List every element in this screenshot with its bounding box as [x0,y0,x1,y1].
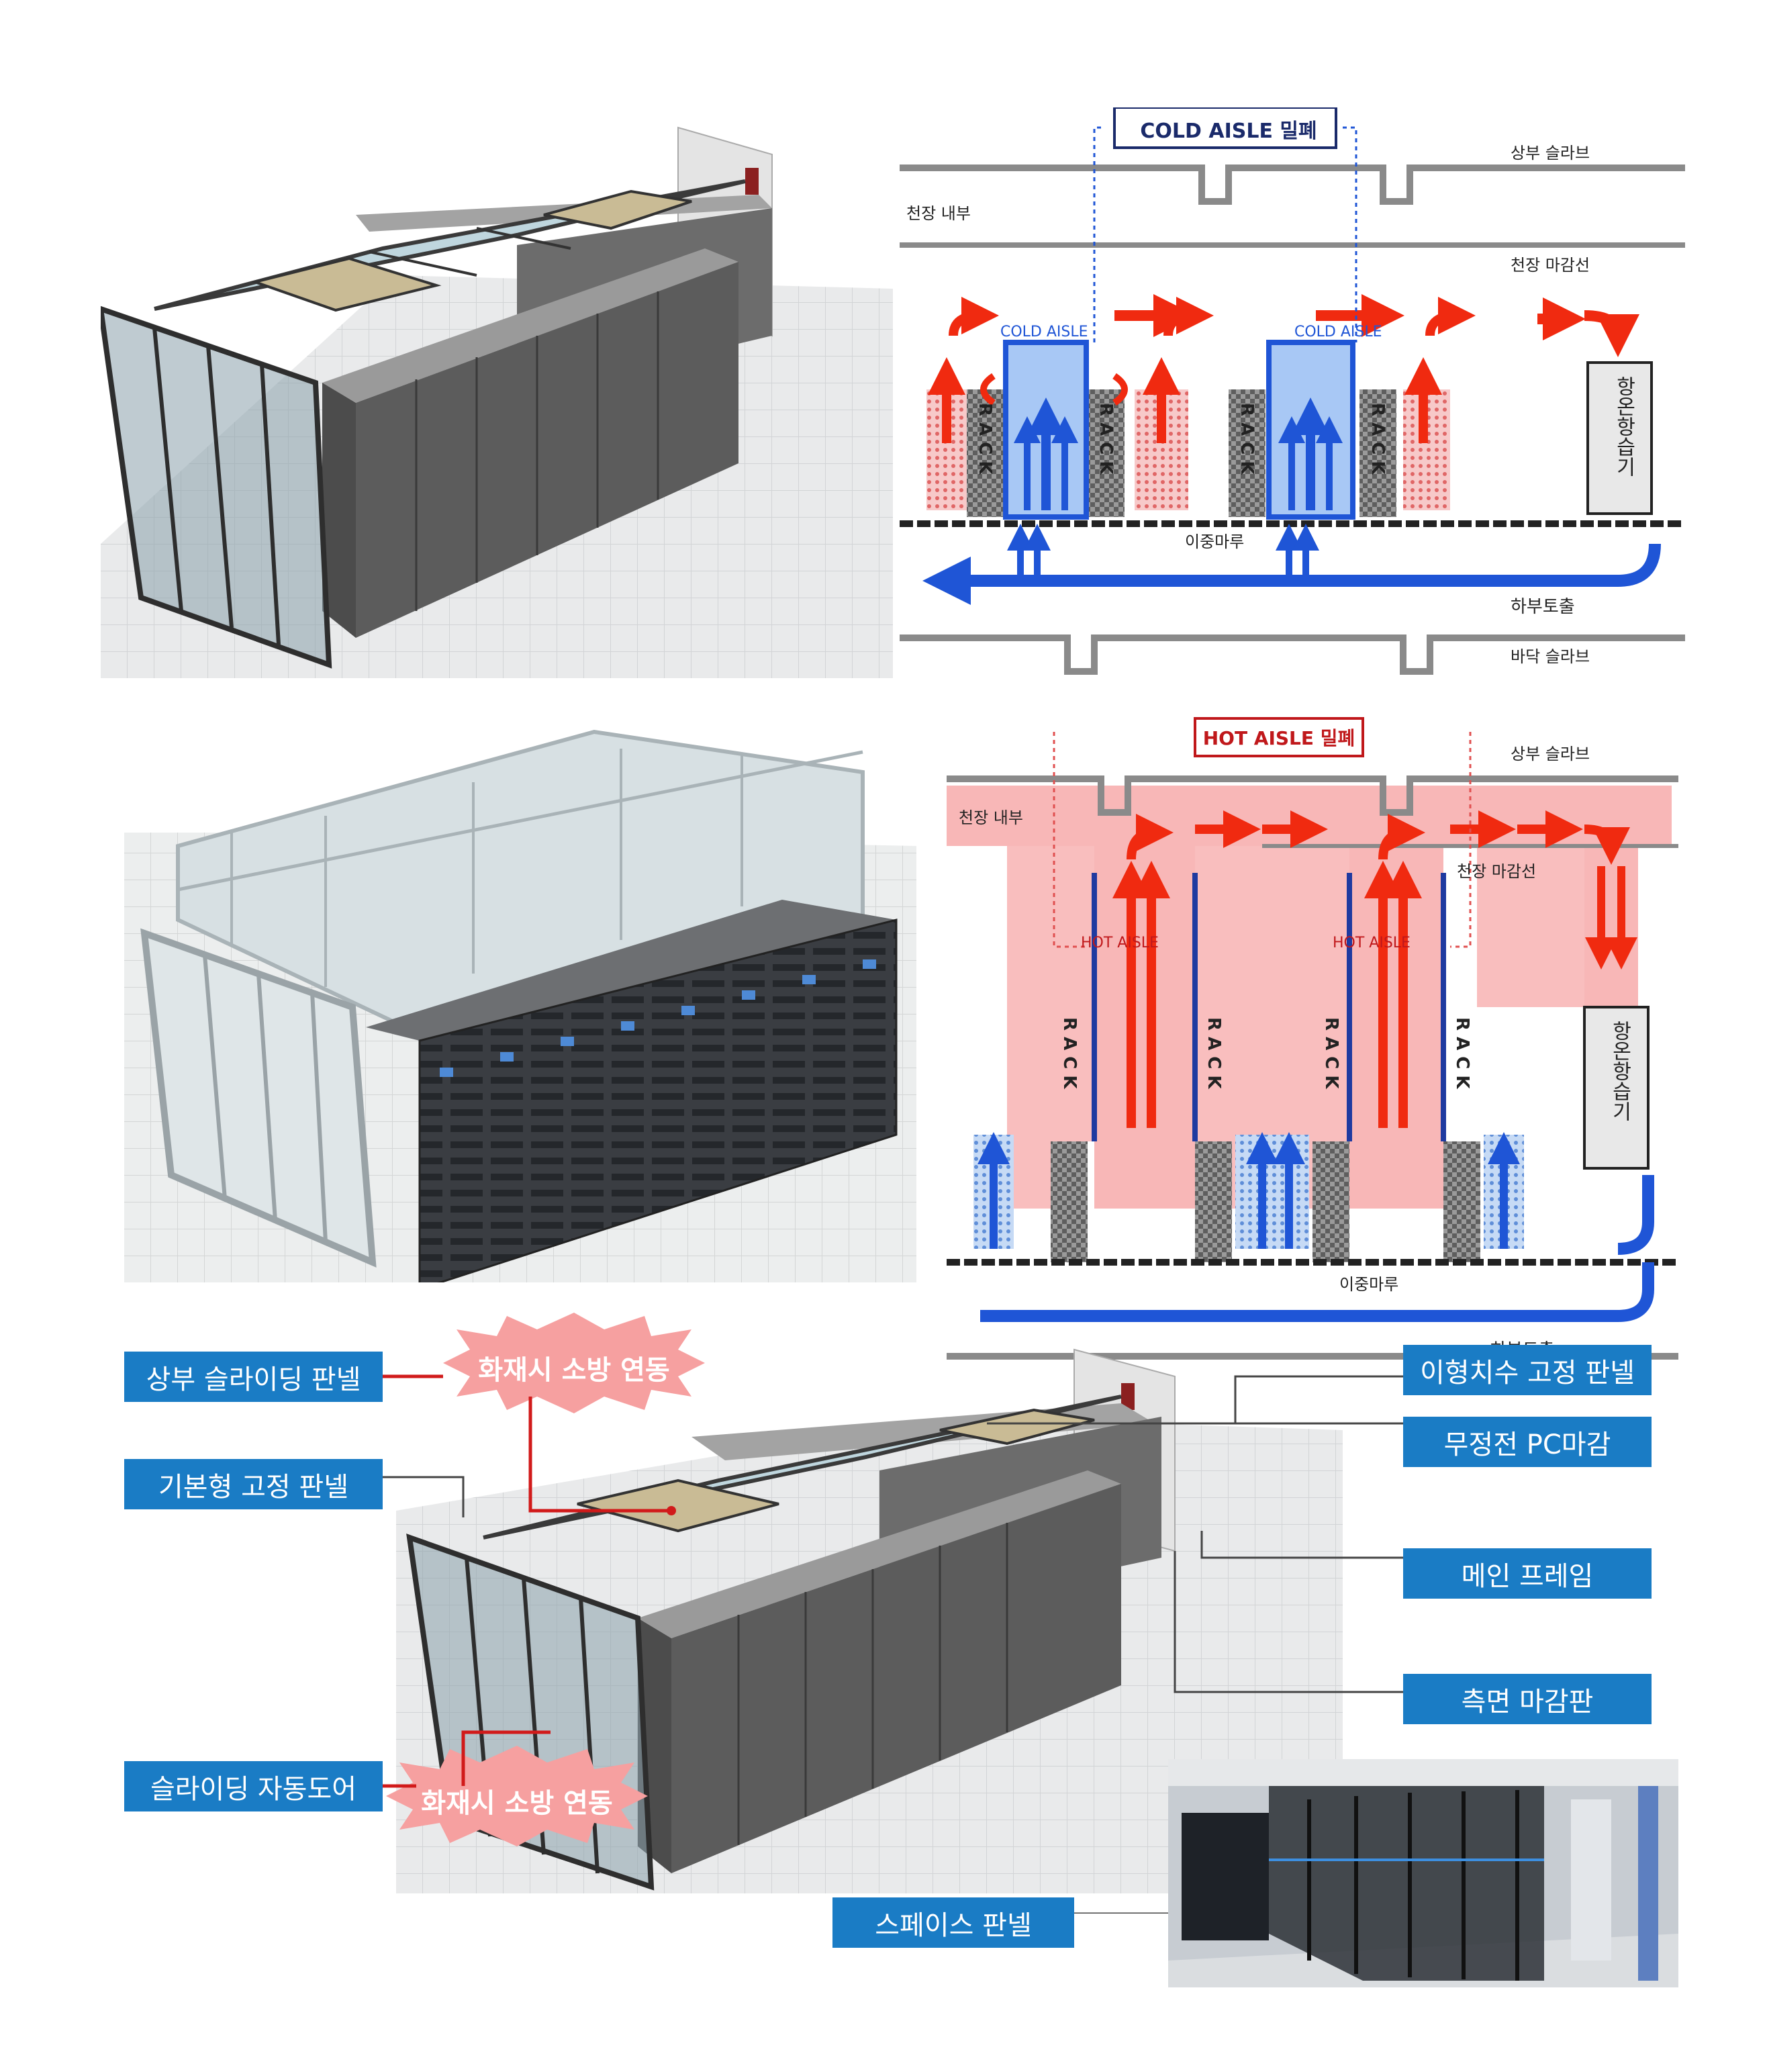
hot-title: HOT AISLE 밀폐 [1202,727,1355,749]
floor-slab-line [900,634,1685,675]
hot-rack-2 [1195,1141,1232,1262]
fire-burst-bottom [386,1746,648,1846]
cold-ceiling-inside: 천장 내부 [906,204,971,223]
cold-rack-label-2: R A C K [1096,403,1116,475]
hot-ceiling-inside: 천장 내부 [959,808,1023,827]
hot-aisle-label-1: HOT AISLE [1081,935,1159,951]
hot-upper-slab: 상부 슬라브 [1511,745,1590,763]
hot-return-zone [947,786,1665,1209]
hot-rack-label-2: R A C K [1204,1017,1224,1089]
top-sliding-panel [577,1478,779,1533]
cold-bottom-supply: 하부토출 [1511,597,1575,617]
hot-ceiling-line: 천장 마감선 [1457,862,1537,881]
cold-rack-label-1: R A C K [975,403,995,475]
cold-rack-label-4: R A C K [1368,403,1388,475]
rack-3 [1229,389,1265,517]
rack-4 [1359,389,1396,517]
callout-basic-fixed-panel: 기본형 고정 판넬 [124,1459,383,1509]
hot-rack-label-4: R A C K [1452,1017,1472,1089]
hot-aisle-diagram [947,717,1678,1266]
cold-aisle-diagram [900,107,1685,675]
rack-2 [1088,389,1125,517]
leader-lines [383,1374,1403,1914]
hot-aisle-label-2: HOT AISLE [1333,935,1411,951]
sliding-door [101,305,332,669]
hot-rack-4 [1443,1141,1480,1262]
cold-raised-floor: 이중마루 [1185,532,1245,551]
callout-side-finish-plate: 측면 마감판 [1403,1674,1652,1724]
callout-space-panel: 스페이스 판넬 [832,1897,1074,1948]
callout-top-sliding-panel: 상부 슬라이딩 판넬 [124,1352,383,1402]
cold-aisle-label-1: COLD AISLE [1000,324,1088,340]
cold-rack-label-3: R A C K [1237,403,1257,475]
server-rack-row [418,919,898,1282]
hot-rack-1 [1051,1141,1088,1262]
end-door [140,928,377,1268]
cold-title-box [1113,107,1337,149]
ac-unit [1586,361,1653,515]
labeled-containment-render [396,1348,1343,1893]
callout-sliding-auto-door: 슬라이딩 자동도어 [124,1761,383,1811]
cold-title: COLD AISLE 밀폐 [1140,120,1317,143]
cold-upper-slab: 상부 슬라브 [1511,144,1590,162]
callout-static-free-pc: 무정전 PC마감 [1403,1417,1652,1467]
hot-aisle-render [124,729,916,1282]
cold-ac-label: 항온항습기 [1612,376,1635,477]
upper-slab-line [900,164,1685,205]
hot-rack-label-3: R A C K [1321,1017,1341,1089]
rack-1 [967,389,1004,517]
bottom-supply-arrow [922,543,1661,605]
cold-ceiling-line: 천장 마감선 [1511,256,1590,275]
fire-link-bottom: 화재시 소방 연동 [421,1788,613,1819]
fire-burst-top [443,1313,705,1413]
front-cabinet-row [356,262,738,638]
cold-aisle-label-2: COLD AISLE [1294,324,1382,340]
hot-rack-label-1: R A C K [1059,1017,1080,1089]
callout-odd-size-fixed-panel: 이형치수 고정 판넬 [1403,1345,1652,1395]
hot-rack-3 [1312,1141,1349,1262]
hot-ac-label: 항온항습기 [1608,1021,1631,1121]
hot-raised-floor: 이중마루 [1339,1275,1399,1294]
main-frame-cabinets [671,1484,1121,1873]
cold-floor-slab: 바닥 슬라브 [1511,647,1590,666]
cold-aisle-render [101,126,893,678]
callout-main-frame: 메인 프레임 [1403,1548,1652,1599]
space-panel-photo [1168,1759,1678,1987]
fire-link-top: 화재시 소방 연동 [478,1355,670,1386]
